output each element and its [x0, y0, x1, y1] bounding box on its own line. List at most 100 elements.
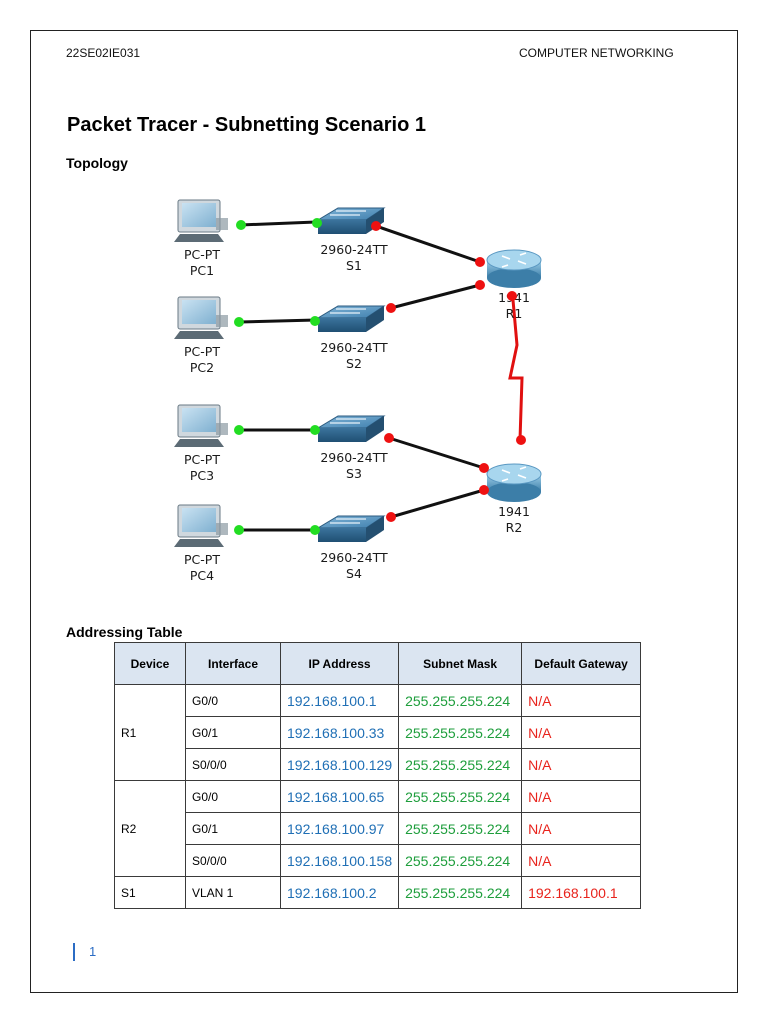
link-port-indicator	[371, 221, 381, 231]
interface-cell: S0/0/0	[185, 748, 281, 781]
default-gateway-cell: N/A	[521, 844, 642, 877]
switch-model-label: 2960-24TT	[320, 450, 388, 465]
default-gateway-cell: N/A	[521, 780, 642, 813]
addressing-table-heading: Addressing Table	[66, 624, 183, 640]
pc-name-label: PC3	[190, 468, 214, 483]
link-port-indicator	[479, 485, 489, 495]
link-up-indicator	[310, 425, 320, 435]
switch-model-label: 2960-24TT	[320, 550, 388, 565]
pc-model-label: PC-PT	[184, 452, 220, 467]
link-up-indicator	[310, 316, 320, 326]
switch-router-cable	[390, 488, 485, 519]
switch-router-cable	[390, 283, 481, 310]
column-header-device: Device	[114, 642, 186, 685]
device-cell: R2	[114, 780, 186, 877]
router-name-label: R1	[506, 306, 523, 321]
switch-name-label: S2	[346, 356, 362, 371]
pc-name-label: PC1	[190, 263, 214, 278]
link-port-indicator	[507, 291, 517, 301]
page-border	[30, 30, 738, 993]
default-gateway-cell: N/A	[521, 748, 642, 781]
link-up-indicator	[312, 218, 322, 228]
column-header-default-gateway: Default Gateway	[521, 642, 642, 685]
ip-address-cell: 192.168.100.129	[279, 748, 400, 781]
subnet-mask-cell: 255.255.255.224	[398, 684, 523, 717]
topology-heading: Topology	[66, 155, 128, 171]
switch-router-cable	[388, 436, 485, 470]
ip-address-cell: 192.168.100.158	[279, 844, 400, 877]
subnet-mask-cell: 255.255.255.224	[398, 876, 523, 909]
router-model-label: 1941	[498, 504, 530, 519]
interface-cell: VLAN 1	[185, 876, 281, 909]
switch-model-label: 2960-24TT	[320, 340, 388, 355]
link-port-indicator	[516, 435, 526, 445]
router-icon: 1941R1	[486, 249, 542, 321]
table-row: S0/0/0 192.168.100.158 255.255.255.224 N…	[115, 844, 642, 877]
ip-address-cell: 192.168.100.1	[279, 684, 400, 717]
switch-name-label: S4	[346, 566, 362, 581]
switch-model-label: 2960-24TT	[320, 242, 388, 257]
table-row: R1 G0/0 192.168.100.1 255.255.255.224 N/…	[114, 684, 642, 781]
table-row: G0/1 192.168.100.97 255.255.255.224 N/A	[115, 812, 642, 845]
device-cell: R1	[114, 684, 186, 781]
link-up-indicator	[234, 525, 244, 535]
subnet-mask-cell: 255.255.255.224	[398, 844, 523, 877]
default-gateway-cell: N/A	[521, 716, 642, 749]
ip-address-cell: 192.168.100.97	[279, 812, 400, 845]
subnet-mask-cell: 255.255.255.224	[398, 780, 523, 813]
column-header-interface: Interface	[185, 642, 281, 685]
table-row: S0/0/0 192.168.100.129 255.255.255.224 N…	[115, 748, 642, 781]
addressing-table: Device Interface IP Address Subnet Mask …	[114, 642, 642, 909]
default-gateway-cell: N/A	[521, 812, 642, 845]
interface-cell: G0/0	[185, 780, 281, 813]
link-port-indicator	[479, 463, 489, 473]
interface-cell: G0/1	[185, 812, 281, 845]
table-row: G0/1 192.168.100.33 255.255.255.224 N/A	[115, 716, 642, 749]
default-gateway-cell: 192.168.100.1	[521, 876, 642, 909]
link-up-indicator	[310, 525, 320, 535]
default-gateway-cell: N/A	[521, 684, 642, 717]
subnet-mask-cell: 255.255.255.224	[398, 812, 523, 845]
link-port-indicator	[386, 512, 396, 522]
switch-name-label: S3	[346, 466, 362, 481]
header-course-title: COMPUTER NETWORKING	[519, 46, 674, 60]
column-header-ip-address: IP Address	[279, 642, 400, 685]
pc-switch-cable	[239, 318, 317, 324]
ip-address-cell: 192.168.100.2	[279, 876, 400, 909]
pc-name-label: PC4	[190, 568, 214, 583]
router-name-label: R2	[506, 520, 523, 535]
subnet-mask-cell: 255.255.255.224	[398, 748, 523, 781]
interface-cell: G0/1	[185, 716, 281, 749]
pc-model-label: PC-PT	[184, 247, 220, 262]
ip-address-cell: 192.168.100.65	[279, 780, 400, 813]
serial-link	[508, 299, 524, 441]
subnet-mask-cell: 255.255.255.224	[398, 716, 523, 749]
table-row: S1 VLAN 1 192.168.100.2 255.255.255.224 …	[114, 876, 642, 909]
table-header-row: Device Interface IP Address Subnet Mask …	[114, 642, 642, 685]
pc-name-label: PC2	[190, 360, 214, 375]
pc-model-label: PC-PT	[184, 552, 220, 567]
link-up-indicator	[234, 317, 244, 327]
table-row: R2 G0/0 192.168.100.65 255.255.255.224 N…	[114, 780, 642, 877]
page-number: 1	[73, 943, 96, 961]
link-port-indicator	[386, 303, 396, 313]
switch-router-cable	[375, 224, 481, 264]
pc-model-label: PC-PT	[184, 344, 220, 359]
header-student-id: 22SE02IE031	[66, 46, 141, 60]
ip-address-cell: 192.168.100.33	[279, 716, 400, 749]
interface-cell: G0/0	[185, 684, 281, 717]
link-up-indicator	[234, 425, 244, 435]
device-cell: S1	[114, 876, 186, 909]
column-header-subnet-mask: Subnet Mask	[398, 642, 523, 685]
pc-switch-cable	[239, 220, 317, 227]
